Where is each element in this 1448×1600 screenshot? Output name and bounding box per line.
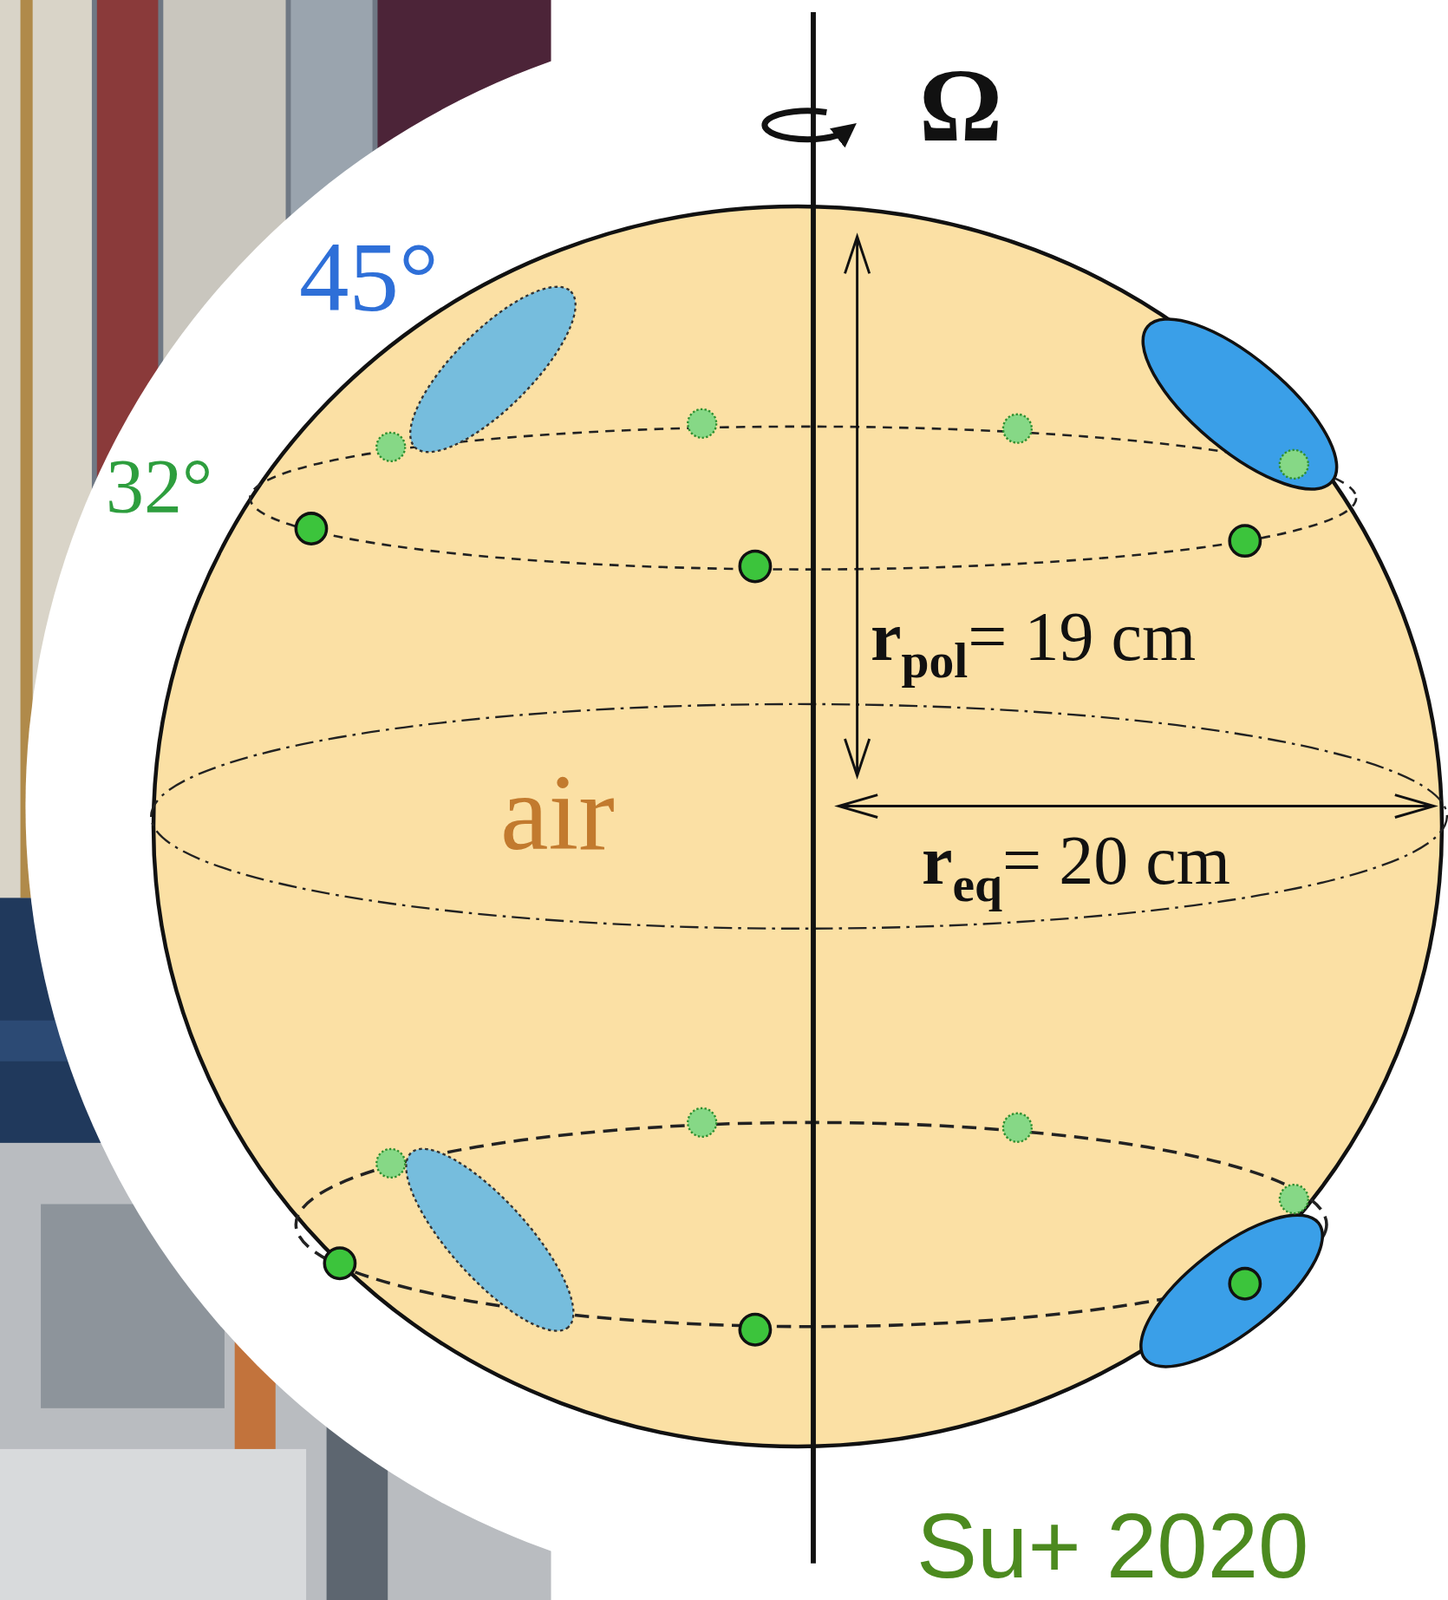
dimension-label: rpol= 19 cm xyxy=(870,596,1196,690)
radius-subscript: pol xyxy=(901,632,969,688)
polar-radius-arrow xyxy=(844,236,869,776)
medium-label: air xyxy=(500,758,615,868)
equator-line xyxy=(150,704,1448,929)
citation: Su+ 2020 xyxy=(916,1500,1310,1592)
latitude-line xyxy=(295,1121,1327,1326)
patch-hidden xyxy=(382,1126,598,1353)
patch-hidden xyxy=(387,263,599,475)
angle-label: 32° xyxy=(105,448,213,525)
spheroid-outline xyxy=(150,203,1445,1449)
radius-value: = 20 cm xyxy=(1002,821,1231,899)
rotation-symbol xyxy=(764,110,848,140)
radius-symbol: r xyxy=(870,598,902,675)
patch-visible xyxy=(1118,1188,1345,1392)
sensor-dots xyxy=(295,513,1260,1345)
rotation-axis xyxy=(810,12,816,1564)
patch-visible xyxy=(1118,291,1363,517)
spheroid-body: air xyxy=(150,203,1445,1449)
radius-value: = 19 cm xyxy=(967,598,1196,675)
equatorial-radius-arrow xyxy=(838,795,1434,818)
radius-symbol: r xyxy=(921,821,953,899)
radius-subscript: eq xyxy=(952,856,1004,912)
rotation-symbol-label: Ω xyxy=(919,53,1003,158)
dimension-label: req= 20 cm xyxy=(921,820,1231,914)
sensor-dots-hidden xyxy=(376,409,1309,1214)
angle-label: 45° xyxy=(299,227,439,327)
latitude-line xyxy=(249,426,1357,570)
